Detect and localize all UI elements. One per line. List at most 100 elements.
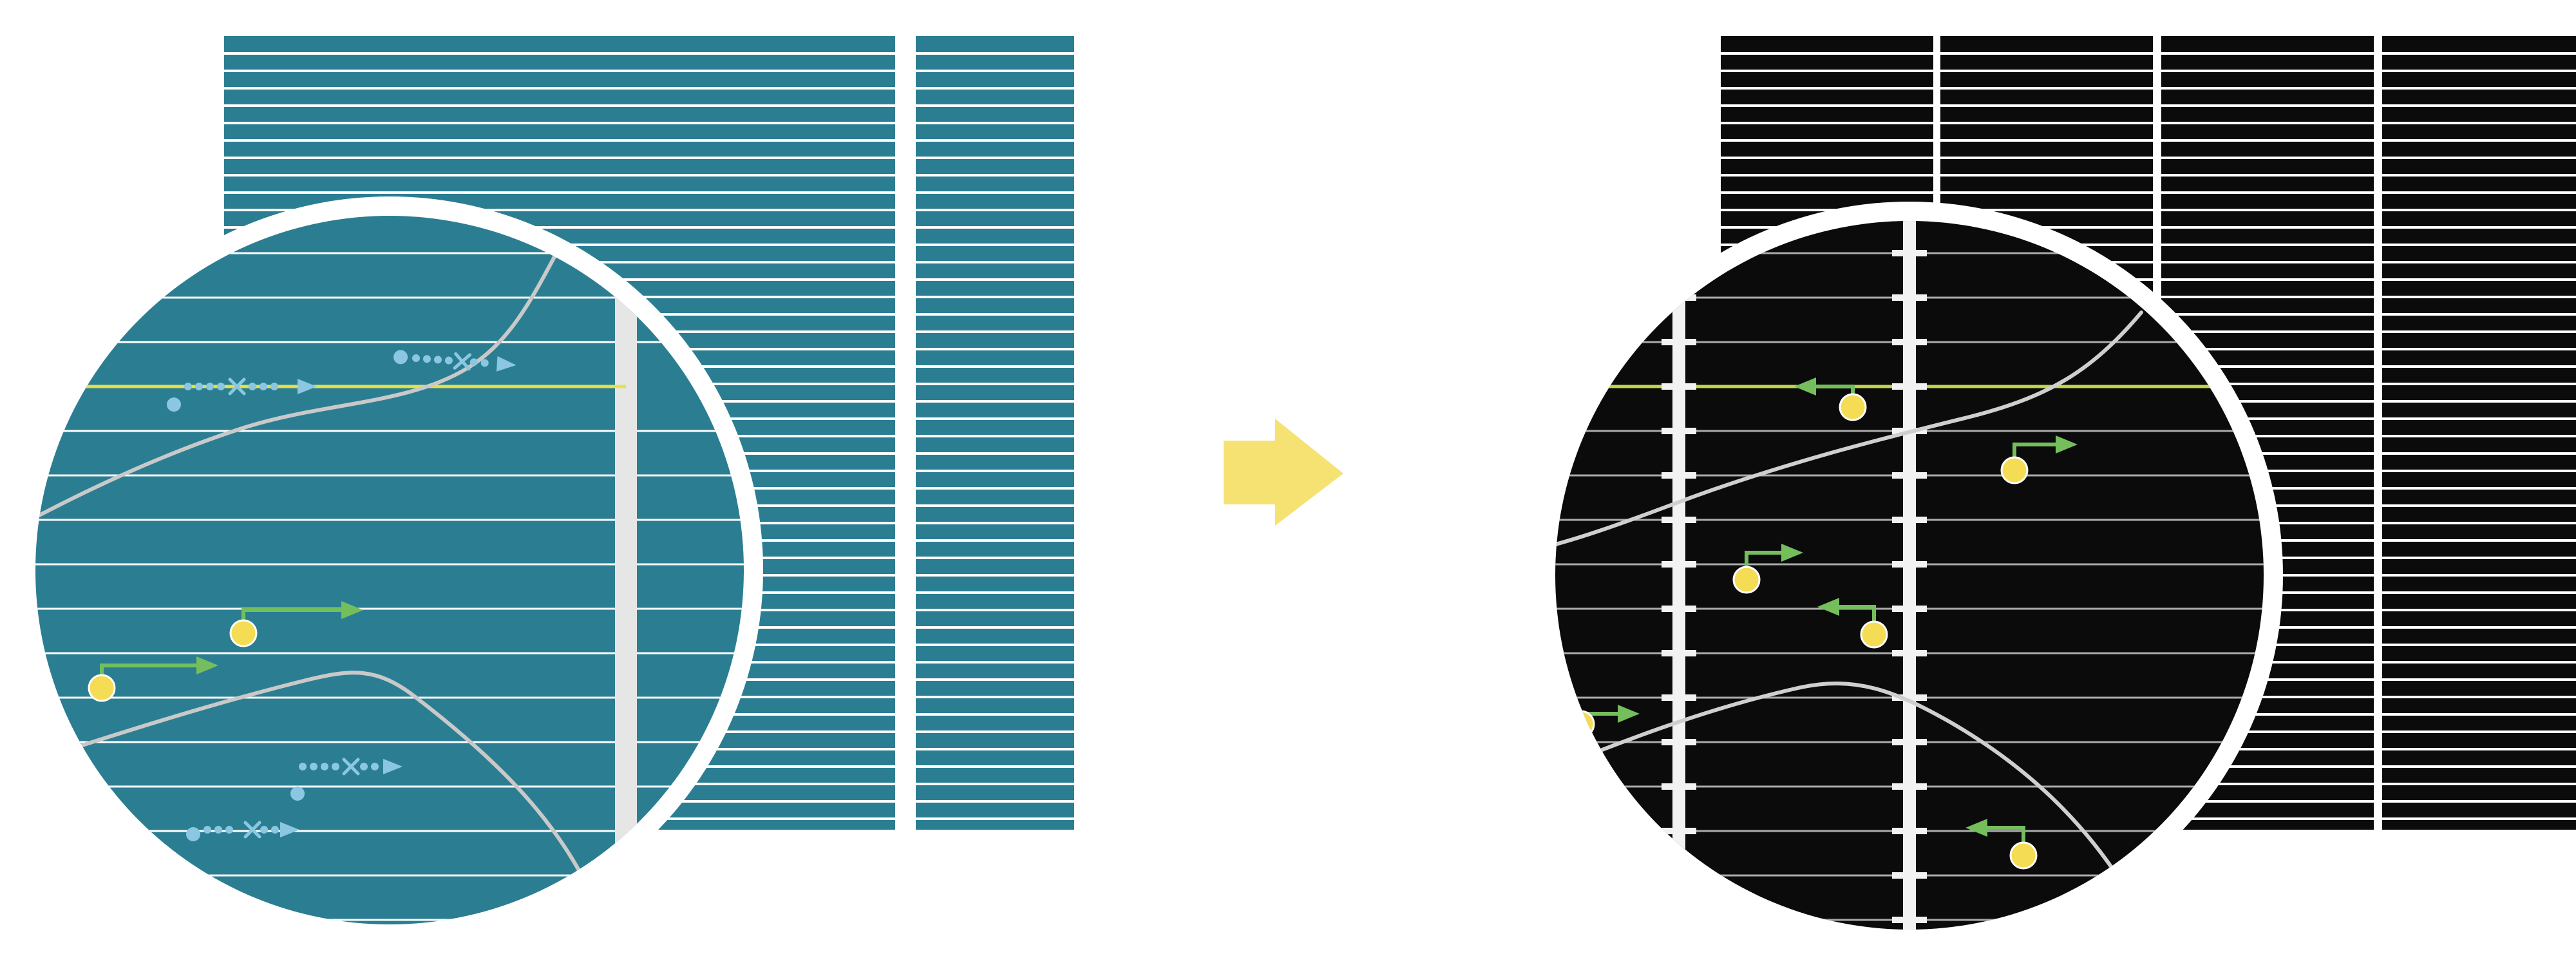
trail-dot [371, 763, 379, 770]
arrowhead-icon [1817, 598, 1839, 616]
trail-dot [299, 763, 307, 770]
trail-dot [433, 356, 442, 364]
right-magnifier [1536, 202, 2283, 949]
electron-dot [167, 397, 181, 412]
trail-dot [310, 763, 317, 770]
trail-dot [321, 763, 328, 770]
electron-dot [393, 350, 408, 365]
carrier-path [1817, 598, 1888, 649]
solder-pad [1662, 472, 1696, 479]
solder-pad [1662, 917, 1696, 923]
solder-pad [1662, 561, 1696, 568]
solder-pad [1892, 828, 1927, 834]
solder-pad [1892, 294, 1927, 301]
arrowhead-icon [1618, 705, 1640, 723]
solder-pad [1662, 339, 1696, 345]
trail-dot [271, 826, 279, 834]
left-magnifier [16, 196, 763, 944]
right-block-arrow-icon [1224, 419, 1343, 526]
trail-dot [270, 383, 278, 390]
arrowhead-icon [496, 356, 516, 372]
solder-pad [1892, 561, 1927, 568]
magnified-cell-surface [35, 216, 744, 924]
trail-dot [206, 383, 214, 390]
trail-dot [360, 763, 368, 770]
solder-pad [1892, 739, 1927, 745]
trail-dot [260, 826, 268, 834]
carrier-dot [1839, 393, 1867, 421]
grain-boundary [35, 216, 591, 525]
busbar [1662, 205, 1696, 930]
busbar-strip [1903, 221, 1916, 930]
carrier-path [229, 601, 363, 647]
carrier-path [2000, 435, 2078, 484]
carrier-dot [1860, 620, 1888, 649]
recombination-cross-icon [342, 758, 360, 776]
solder-pad [1662, 650, 1696, 656]
busbar [615, 216, 637, 924]
solder-pad [1662, 739, 1696, 745]
solder-pad [1892, 872, 1927, 879]
solder-pad [1892, 250, 1927, 256]
carrier-dot [229, 619, 258, 647]
carrier-dot [1732, 566, 1761, 594]
grain-boundary [1555, 681, 2135, 902]
cell-segment [2382, 36, 2576, 830]
trail-dot [480, 359, 489, 367]
solder-pad [1892, 650, 1927, 656]
solder-pad [1662, 383, 1696, 390]
recombination-path [290, 758, 402, 801]
solder-pad [1662, 517, 1696, 523]
trail-dot [444, 356, 453, 365]
solder-pad [1892, 694, 1927, 701]
solder-pad [1892, 917, 1927, 923]
arrowhead-icon [383, 759, 402, 774]
recombination-path [393, 350, 516, 372]
arrowhead-icon [1781, 544, 1803, 562]
grain-boundary [1555, 310, 2143, 551]
magnifier-view [1555, 205, 2264, 930]
electron-dot [186, 827, 200, 841]
solder-pad [1662, 428, 1696, 434]
arrowhead-icon [1965, 819, 1987, 837]
electron-dot [290, 787, 305, 801]
transition-arrow-icon [1224, 419, 1343, 526]
carrier-path [1732, 544, 1803, 594]
solder-pad [1892, 517, 1927, 523]
solder-pad [1892, 606, 1927, 612]
trail-dot [214, 826, 222, 834]
carrier-dot [88, 674, 116, 702]
trail-dot [469, 358, 478, 367]
carrier-path [1794, 377, 1867, 421]
trail-dot [184, 383, 192, 390]
cell-segment [916, 36, 1074, 830]
carrier-dot [2000, 456, 2029, 484]
solder-pad [1892, 472, 1927, 479]
arrowhead-icon [2056, 435, 2078, 454]
trail-dot [195, 383, 203, 390]
arrowhead-icon [1794, 377, 1816, 396]
trail-dot [412, 354, 420, 362]
busbar [1892, 221, 1927, 930]
arrowhead-icon [280, 822, 299, 837]
recombination-cross-icon [243, 821, 261, 839]
solder-pad [1662, 250, 1696, 256]
trail-dot [260, 383, 267, 390]
trail-dot [249, 383, 256, 390]
solder-pad [1892, 339, 1927, 345]
recombination-path [186, 821, 299, 841]
arrowhead-icon [298, 379, 317, 394]
grain-boundary [35, 671, 587, 883]
carrier-path [88, 656, 218, 702]
recombination-cross-icon [228, 377, 246, 396]
recombination-cross-icon [453, 353, 472, 370]
carrier-dot [2009, 841, 2038, 870]
solder-pad [1892, 383, 1927, 390]
trail-dot [332, 763, 339, 770]
busbar-strip [1672, 221, 1685, 930]
solder-pad [1662, 606, 1696, 612]
carrier-path [1965, 819, 2038, 870]
solder-pad [1662, 205, 1696, 212]
